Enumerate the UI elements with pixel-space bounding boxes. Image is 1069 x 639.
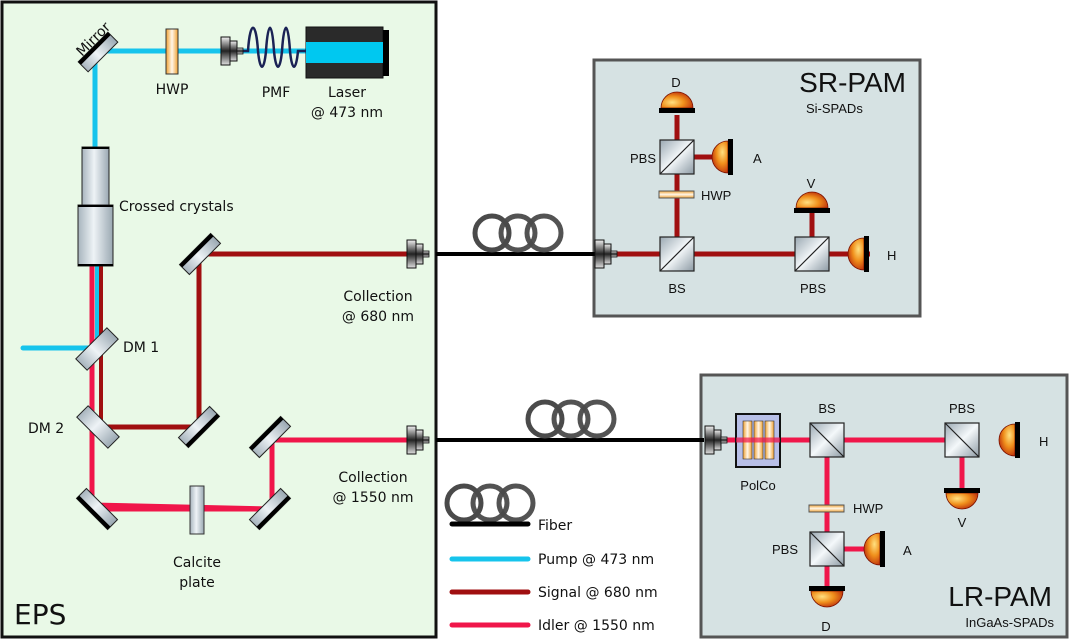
lr-pbs-bottom-cube [809, 531, 845, 567]
lr-hwp-label: HWP [853, 501, 883, 516]
lr-bs-cube [809, 422, 845, 458]
lr-pbs-right-label: PBS [949, 401, 975, 416]
eps-title: EPS [14, 598, 66, 631]
legend: Fiber Pump @ 473 nm Signal @ 680 nm Idle… [447, 486, 658, 634]
legend-pump-label: Pump @ 473 nm [538, 552, 654, 568]
fiber-coil-sr [475, 216, 561, 250]
lr-det-h-label: H [1039, 434, 1048, 449]
polco-label: PolCo [740, 478, 775, 493]
laser-wavelength-label: @ 473 nm [311, 105, 383, 121]
sr-pbs-right-label: PBS [800, 281, 826, 296]
laser-label: Laser [328, 85, 366, 101]
calcite-label-2: plate [179, 575, 214, 591]
pmf-fiber [243, 26, 306, 68]
sr-bs-label: BS [668, 281, 686, 296]
lr-bs-label: BS [818, 401, 836, 416]
hwp-pump-label: HWP [156, 82, 189, 98]
eps-panel [0, 0, 438, 639]
polarization-controller [735, 413, 781, 468]
fiber-coil-lr [528, 402, 614, 436]
legend-fiber-coil [447, 486, 533, 520]
sr-det-v-label: V [807, 176, 816, 191]
lr-det-a-label: A [903, 543, 912, 558]
legend-fiber-label: Fiber [538, 518, 572, 534]
hwp-pump [165, 28, 179, 75]
sr-pam-title: SR-PAM [799, 67, 906, 98]
sr-det-h-label: H [887, 248, 896, 263]
pmf-label: PMF [262, 85, 291, 101]
lr-det-v-label: V [958, 515, 967, 530]
sr-hwp [658, 190, 695, 199]
crossed-crystals [77, 146, 114, 267]
sr-pbs-top-label: PBS [630, 151, 656, 166]
dm1-label: DM 1 [123, 340, 159, 356]
collection-1550-label: Collection [338, 470, 407, 486]
legend-signal-label: Signal @ 680 nm [538, 585, 658, 601]
lr-pbs-right-cube [944, 422, 980, 458]
sr-pbs-right-cube [794, 236, 830, 272]
collection-680-label: Collection [343, 289, 412, 305]
legend-idler-label: Idler @ 1550 nm [538, 618, 655, 634]
mirror-top [77, 31, 119, 73]
sr-det-d-label: D [671, 75, 680, 90]
laser [305, 26, 389, 79]
collection-1550-wavelength: @ 1550 nm [332, 490, 413, 506]
lr-pam-title: LR-PAM [948, 581, 1052, 612]
sr-pam-subtitle: Si-SPADs [806, 101, 863, 116]
sr-pam-panel [592, 58, 922, 318]
collection-680-wavelength: @ 680 nm [342, 309, 414, 325]
lr-det-d-label: D [821, 619, 830, 634]
calcite-plate [189, 485, 205, 535]
sr-bs-cube [659, 236, 695, 272]
sr-det-a-label: A [753, 151, 762, 166]
sr-hwp-label: HWP [701, 188, 731, 203]
lr-pbs-bottom-label: PBS [772, 542, 798, 557]
dm2-label: DM 2 [28, 421, 64, 437]
calcite-label: Calcite [173, 555, 221, 571]
lr-pam-subtitle: InGaAs-SPADs [965, 615, 1054, 630]
crossed-crystals-label: Crossed crystals [119, 199, 234, 215]
lr-hwp [808, 504, 845, 513]
sr-pbs-top-cube [659, 139, 695, 175]
